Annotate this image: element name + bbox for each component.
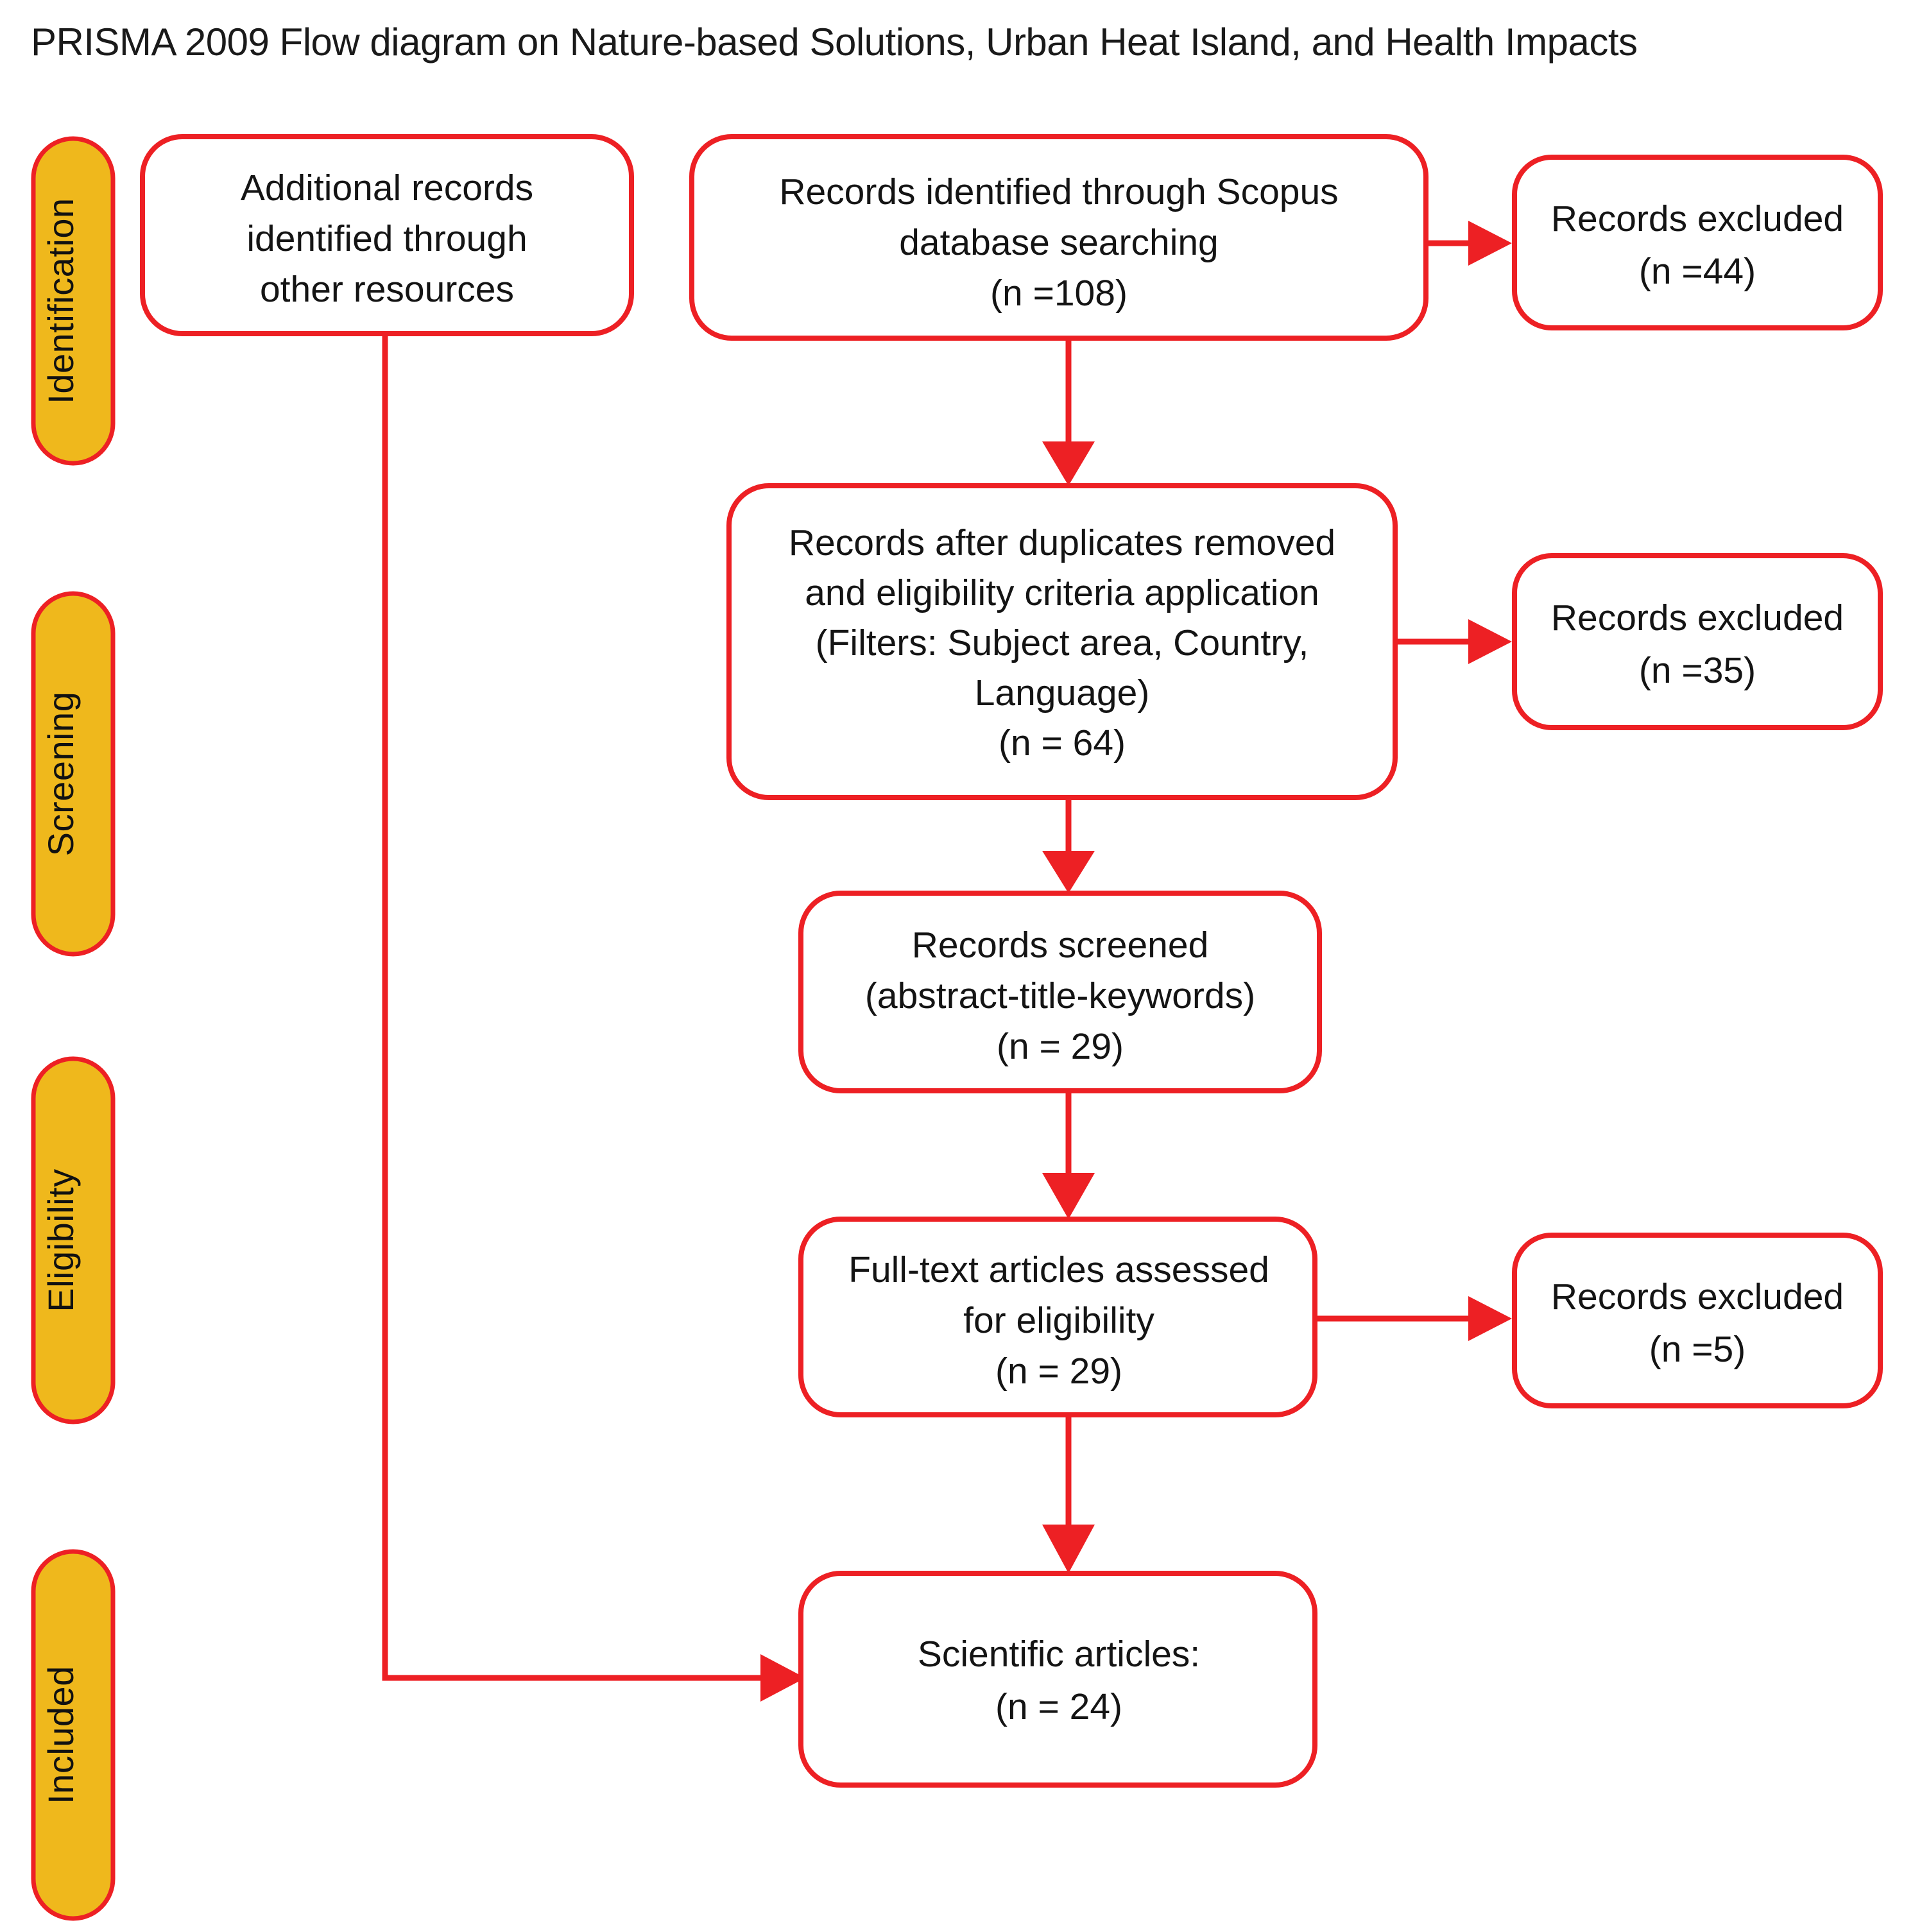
- node-included-articles-shape: [798, 1571, 1317, 1788]
- node-excluded-screening-line-2: (n =35): [1639, 650, 1756, 691]
- node-after-duplicates[interactable]: Records after duplicates removed and eli…: [726, 483, 1398, 800]
- stage-tab-eligibility-shape: [31, 1056, 116, 1424]
- node-excluded-identification[interactable]: Records excluded (n =44): [1512, 155, 1883, 330]
- stage-tab-identification-label: Identification: [40, 198, 81, 404]
- node-scopus-records-line-1: Records identified through Scopus: [779, 171, 1338, 212]
- node-fulltext-assessed-line-2: for eligibility: [963, 1300, 1154, 1341]
- node-included-articles-line-1: Scientific articles:: [918, 1634, 1200, 1675]
- node-after-duplicates-shape: [726, 483, 1398, 800]
- node-scopus-records-shape: [689, 134, 1428, 341]
- node-fulltext-assessed[interactable]: Full-text articles assessed for eligibil…: [798, 1217, 1317, 1417]
- node-excluded-eligibility[interactable]: Records excluded (n =5): [1512, 1233, 1883, 1408]
- stage-tab-identification-shape: [31, 136, 116, 466]
- node-included-articles-line-2: (n = 24): [995, 1686, 1122, 1727]
- connector-additional-to-included: [382, 334, 805, 1702]
- node-records-screened-shape: [798, 891, 1322, 1093]
- node-records-screened-line-2: (abstract-title-keywords): [865, 975, 1255, 1016]
- node-excluded-identification-shape: [1512, 155, 1883, 330]
- node-fulltext-assessed-line-3: (n = 29): [995, 1351, 1122, 1392]
- stage-tab-screening-shape: [31, 591, 116, 957]
- node-excluded-screening-shape: [1512, 553, 1883, 730]
- node-after-duplicates-line-1: Records after duplicates removed: [789, 522, 1335, 563]
- arrow-head-down-to-included: [1042, 1525, 1095, 1573]
- node-excluded-eligibility-shape: [1512, 1233, 1883, 1408]
- node-after-duplicates-line-2: and eligibility criteria application: [805, 572, 1319, 613]
- node-additional-records-line-3: other resources: [260, 269, 514, 310]
- connector-screened-to-fulltext: [1042, 1091, 1095, 1219]
- node-excluded-identification-line-1: Records excluded: [1551, 198, 1844, 239]
- connector-duplicates-to-excluded: [1395, 619, 1512, 664]
- node-scopus-records-line-3: (n =108): [990, 273, 1128, 314]
- node-additional-records-line-2: identified through: [246, 218, 527, 259]
- arrow-head-right-excluded-screening: [1468, 619, 1512, 664]
- stage-tab-screening-label: Screening: [40, 692, 81, 857]
- stage-tab-screening[interactable]: Screening: [31, 591, 116, 957]
- node-excluded-screening-line-1: Records excluded: [1551, 597, 1844, 638]
- stage-tab-eligibility[interactable]: Eligibility: [31, 1056, 116, 1424]
- arrow-head-down-to-duplicates: [1042, 441, 1095, 486]
- node-records-screened-line-1: Records screened: [912, 925, 1209, 966]
- connector-scopus-to-excluded: [1426, 221, 1512, 266]
- node-additional-records-shape: [140, 134, 634, 336]
- node-excluded-identification-line-2: (n =44): [1639, 251, 1756, 292]
- node-included-articles[interactable]: Scientific articles: (n = 24): [798, 1571, 1317, 1788]
- node-scopus-records-line-2: database searching: [899, 222, 1219, 263]
- stage-tab-identification[interactable]: Identification: [31, 136, 116, 466]
- stage-tab-eligibility-label: Eligibility: [40, 1168, 81, 1312]
- connector-fulltext-to-excluded: [1315, 1296, 1512, 1341]
- connector-scopus-to-duplicates: [1042, 338, 1095, 486]
- node-excluded-eligibility-line-1: Records excluded: [1551, 1276, 1844, 1317]
- stage-tab-included-shape: [31, 1549, 116, 1921]
- connector-duplicates-to-screened: [1042, 798, 1095, 893]
- node-after-duplicates-line-5: (n = 64): [999, 722, 1126, 764]
- node-after-duplicates-line-4: Language): [975, 672, 1150, 714]
- node-records-screened-line-3: (n = 29): [997, 1026, 1124, 1067]
- arrow-head-right-into-included: [760, 1654, 805, 1702]
- arrow-head-down-to-screened: [1042, 851, 1095, 893]
- stage-tab-included[interactable]: Included: [31, 1549, 116, 1921]
- connector-fulltext-to-included: [1042, 1415, 1095, 1573]
- stage-tab-included-label: Included: [40, 1666, 81, 1804]
- node-after-duplicates-line-3: (Filters: Subject area, Country,: [816, 622, 1309, 663]
- arrow-head-right-excluded-eligibility: [1468, 1296, 1512, 1341]
- node-scopus-records[interactable]: Records identified through Scopus databa…: [689, 134, 1428, 341]
- arrow-head-down-to-fulltext: [1042, 1173, 1095, 1219]
- arrow-head-right-excluded-identification: [1468, 221, 1512, 266]
- node-fulltext-assessed-shape: [798, 1217, 1317, 1417]
- node-fulltext-assessed-line-1: Full-text articles assessed: [848, 1249, 1269, 1290]
- node-records-screened[interactable]: Records screened (abstract-title-keyword…: [798, 891, 1322, 1093]
- node-additional-records[interactable]: Additional records identified through ot…: [140, 134, 634, 336]
- node-excluded-screening[interactable]: Records excluded (n =35): [1512, 553, 1883, 730]
- page-title: PRISMA 2009 Flow diagram on Nature-based…: [31, 21, 1638, 64]
- node-additional-records-line-1: Additional records: [241, 167, 533, 209]
- node-excluded-eligibility-line-2: (n =5): [1649, 1329, 1746, 1370]
